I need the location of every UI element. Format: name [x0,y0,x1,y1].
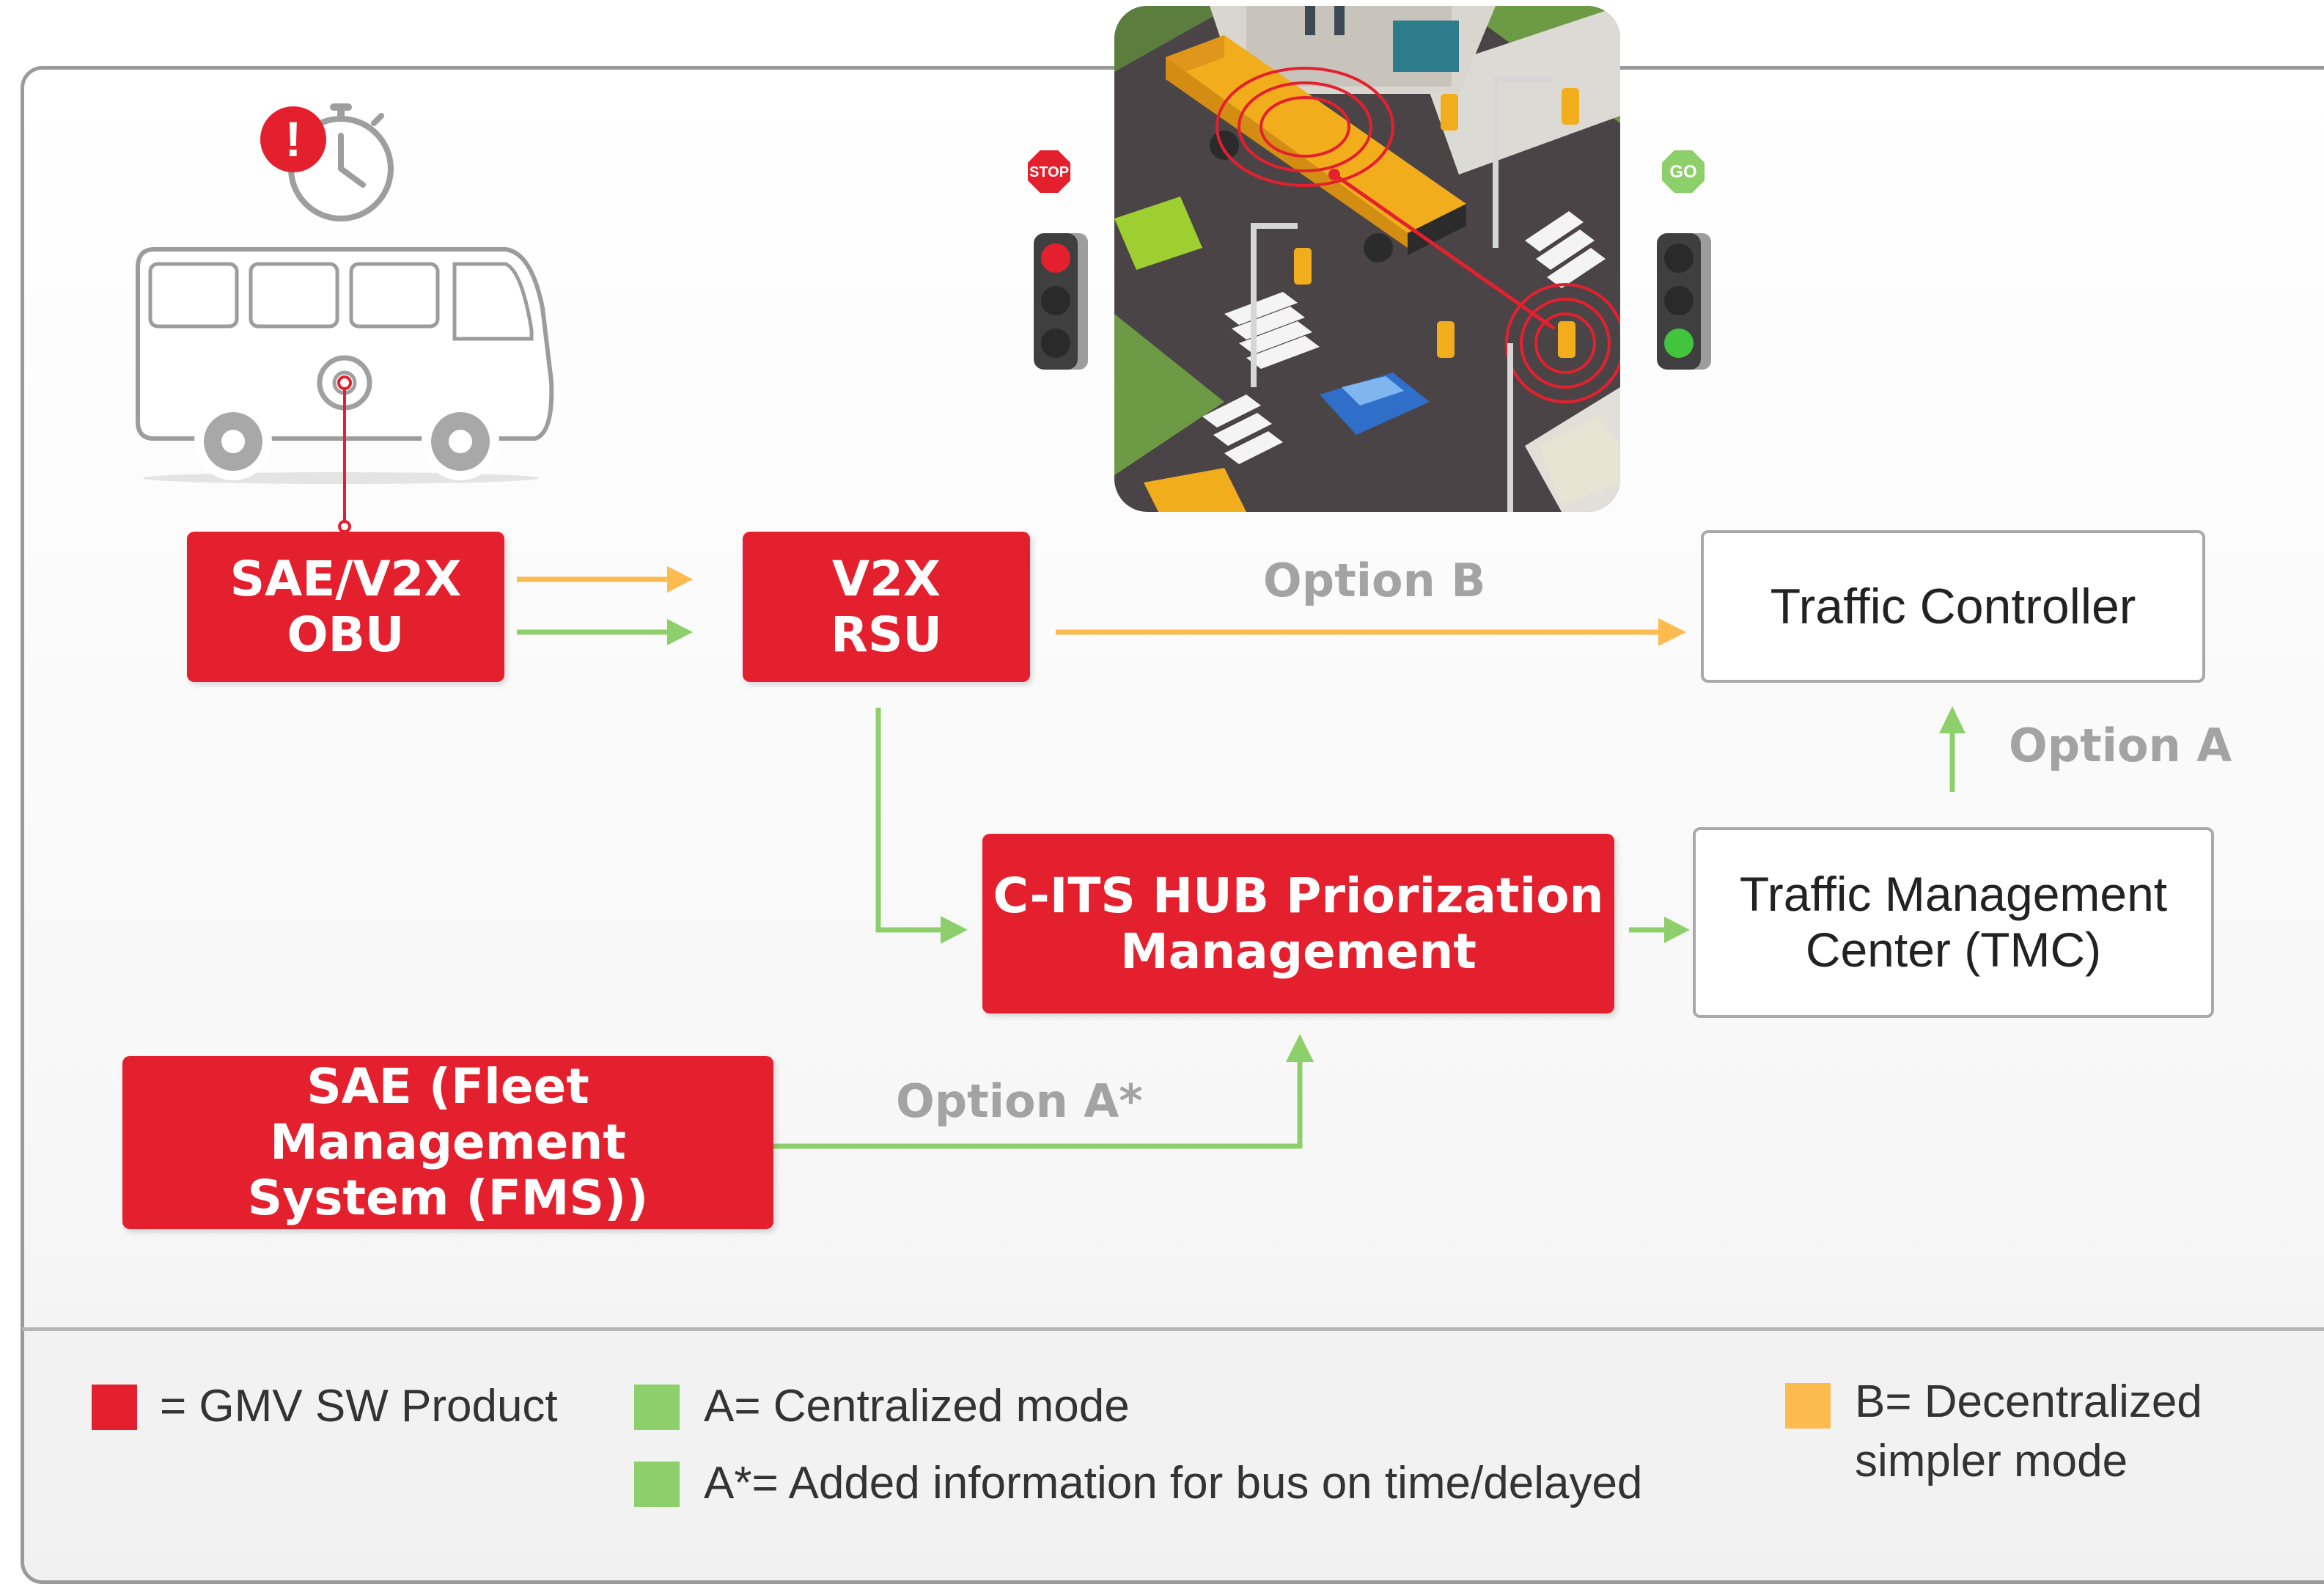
option-a-star-label: Option A* [896,1074,1143,1128]
legend-a-star-swatch [634,1462,680,1507]
legend-gmv-text: = GMV SW Product [160,1381,558,1431]
intersection-illustration [1114,6,1620,512]
obu-to-rsu-green-arrow [517,619,693,645]
fms-to-hub-arrow [773,1034,1314,1149]
green-traffic-light-icon [1657,233,1711,370]
left-signal-group: STOP [1025,147,1088,370]
cits-hub-box: C-ITS HUB Priorization Management [982,834,1614,1013]
traffic-controller-box: Traffic Controller [1701,530,2205,683]
tmc-box: Traffic Management Center (TMC) [1693,827,2214,1018]
option-b-label: Option B [1263,554,1486,607]
legend-a-text: A= Centralized mode [704,1381,1130,1431]
legend-b-swatch [1785,1383,1831,1429]
obu-to-rsu-orange-arrow [517,566,693,593]
legend-a-star-text: A*= Added information for bus on time/de… [704,1458,1643,1508]
go-sign-icon: GO [1659,147,1707,196]
legend-b-text: B= Decentralized simpler mode [1855,1376,2202,1486]
legend-a-swatch [634,1385,680,1430]
rsu-to-hub-arrow [875,708,968,944]
connector-arrows [517,566,1966,1149]
alert-mark: ! [285,111,302,167]
tmc-to-controller-arrow [1939,706,1966,792]
legend-gmv-swatch [92,1385,137,1430]
right-signal-group: GO [1657,147,1711,370]
stop-sign-text: STOP [1029,164,1069,180]
stop-sign-icon: STOP [1025,147,1073,196]
hub-to-tmc-arrow [1629,917,1690,943]
v2x-rsu-box: V2X RSU [743,532,1030,682]
diagram-stage: ! [21,6,2324,1584]
legend-background [24,1330,2324,1543]
blue-car-illustration [1320,373,1430,435]
fms-box: SAE (Fleet Management System (FMS)) [122,1056,773,1229]
alert-icon: ! [260,106,326,172]
red-traffic-light-icon [1034,233,1088,370]
legend-divider [22,1327,2324,1331]
bus-icon [136,247,554,533]
rsu-to-controller-arrow [1056,618,1686,646]
white-car-illustration [1540,417,1620,505]
green-car-illustration [1114,197,1202,270]
sae-v2x-obu-box: SAE/V2X OBU [187,532,504,682]
go-sign-text: GO [1669,162,1696,182]
yellow-car-illustration [1144,468,1246,512]
option-a-label: Option A [2009,719,2232,772]
clock-alert-graphic: ! [260,103,394,221]
